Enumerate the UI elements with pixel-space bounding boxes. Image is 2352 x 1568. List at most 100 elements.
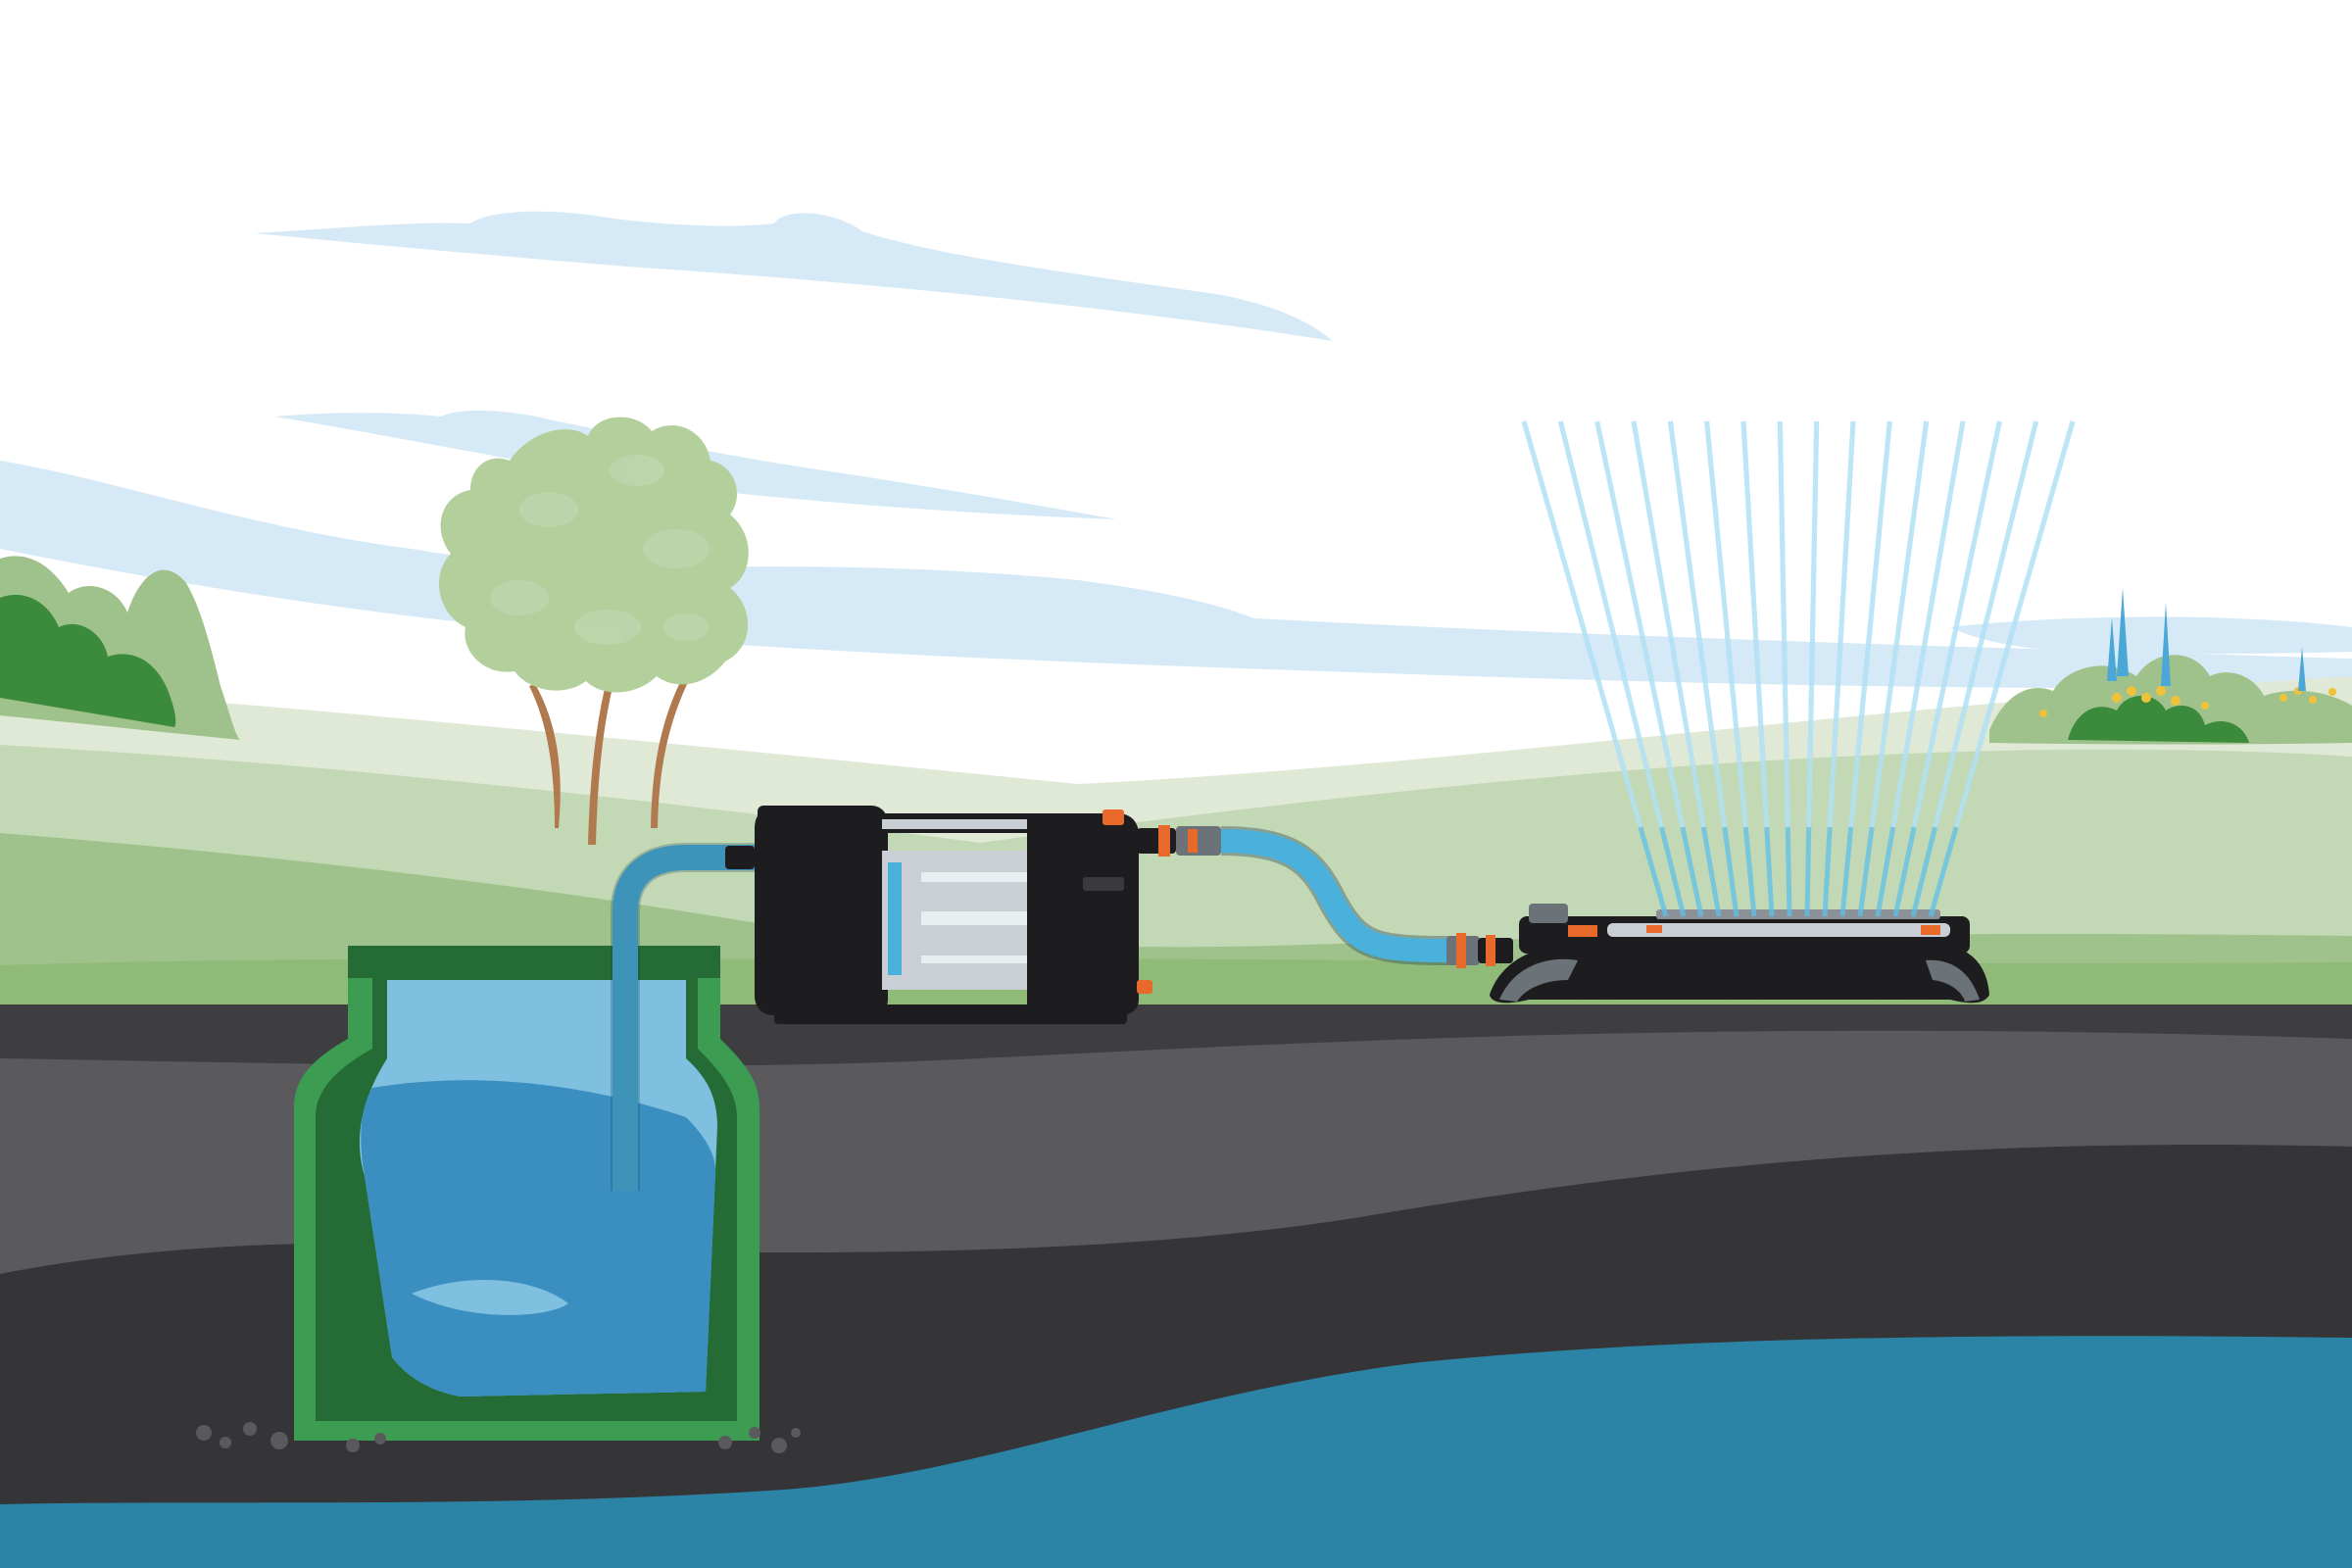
grass-blade	[1427, 980, 1435, 1009]
sprinkler-tab-orange	[1646, 925, 1662, 933]
grass-blade	[892, 986, 900, 1009]
cloud-icon	[255, 211, 1333, 341]
grass-blade	[1482, 976, 1490, 1009]
spray-jet-fade	[1911, 420, 2002, 828]
cloud-icon	[1950, 616, 2352, 654]
gravel	[196, 1422, 801, 1453]
tree-trunk	[588, 635, 627, 845]
spray-jet	[1557, 420, 1687, 917]
grass-blade	[137, 986, 145, 1009]
pump-blue-band	[888, 862, 902, 975]
spray-jet	[1777, 420, 1792, 917]
grass-blade	[1249, 982, 1256, 1009]
grass-blade	[2223, 988, 2230, 1009]
grass-blade	[192, 982, 200, 1009]
pump-outlet-cap	[1102, 809, 1124, 825]
spray-jet	[1928, 420, 2076, 917]
sprinkler-tab-orange	[1921, 925, 1940, 935]
well-water-deep	[361, 1080, 716, 1396]
grass-blade	[727, 976, 735, 1009]
grass-blade	[1303, 978, 1311, 1009]
bush-icon	[2068, 696, 2249, 743]
bush-icon	[0, 594, 176, 727]
pump-top-bar-steel	[882, 819, 1029, 829]
grass-blade	[2072, 988, 2080, 1009]
tree-foliage-detail	[490, 455, 710, 645]
grass-blade	[1399, 982, 1407, 1009]
tree-icon	[439, 416, 749, 845]
grass-blade	[220, 980, 227, 1009]
spray-jet	[1594, 420, 1704, 917]
spray-jet-fade	[1806, 420, 1820, 828]
spray-jet	[1875, 420, 1966, 917]
grass-blade	[919, 984, 927, 1009]
grass-blade	[69, 980, 76, 1009]
grass-blade	[2209, 978, 2217, 1009]
grass-blade	[2003, 982, 2011, 1009]
spray-jet-fade	[1667, 420, 1728, 828]
spray-jet	[1667, 420, 1740, 917]
flower-bush	[1989, 588, 2352, 745]
grass-blade	[1317, 988, 1325, 1009]
grass-blade	[2305, 982, 2313, 1009]
groundwater	[0, 1336, 2352, 1568]
spray-jet-fade	[1869, 420, 1930, 828]
spray-jet-fade	[1594, 420, 1686, 828]
grass-blade	[1194, 986, 1201, 1009]
tree-trunk	[529, 684, 561, 828]
spray-jet-fade	[1933, 420, 2039, 828]
grass-blade	[741, 986, 749, 1009]
suction-hose	[612, 845, 755, 1191]
grass-blade	[1166, 988, 1174, 1009]
grass-blade	[1454, 978, 1462, 1009]
grass-blade	[2278, 984, 2285, 1009]
sprinkler-tab-orange	[1568, 925, 1597, 937]
pump-drain-cap	[1137, 980, 1152, 994]
spray-jet-fade	[1521, 420, 1643, 828]
tree-trunk	[651, 674, 691, 828]
grass-blade	[1468, 988, 1476, 1009]
pump-display-slot	[1083, 877, 1124, 891]
water-spray	[1521, 420, 2076, 917]
bush-group-left	[0, 556, 240, 740]
delivery-hose	[1220, 829, 1451, 962]
grass-blade	[1180, 976, 1188, 1009]
grass-blade	[1015, 988, 1023, 1009]
spray-jet	[1892, 420, 2002, 917]
suction-hose-outline	[611, 843, 755, 1191]
spray-jet-fade	[1848, 420, 1892, 828]
grass-blade	[247, 978, 255, 1009]
spray-jet	[1822, 420, 1856, 917]
grass-blade	[2058, 978, 2066, 1009]
spray-jet-fade	[1631, 420, 1706, 828]
grass-blade	[96, 978, 104, 1009]
grass-blade	[274, 976, 282, 1009]
sprinkler-foot-left	[1499, 958, 1578, 1002]
grass-blade	[974, 980, 982, 1009]
pump-inlet-fitting	[725, 846, 755, 869]
well-water-surface-highlight	[412, 1280, 568, 1315]
spray-jet	[1839, 420, 1892, 917]
spray-jet	[1910, 420, 2039, 917]
sprinkler-tube	[1607, 923, 1950, 937]
cloud-icon	[676, 566, 1274, 627]
spray-jet-fade	[1704, 420, 1748, 828]
pump-steel-stripes	[921, 872, 1029, 963]
grass-blade	[2127, 984, 2134, 1009]
sprinkler-nozzle-strip	[1656, 909, 1940, 919]
grass-blade	[2332, 980, 2340, 1009]
sprinkler-foot-right	[1926, 959, 1980, 1002]
spray-jet	[1804, 420, 1820, 917]
grass-blade	[165, 984, 172, 1009]
grass-blade	[41, 982, 49, 1009]
spray-jet-fade	[1777, 420, 1790, 828]
spray-jet-fade	[1740, 420, 1770, 828]
oscillating-sprinkler-icon	[1490, 904, 1989, 1004]
grass-blade	[1372, 984, 1380, 1009]
grass-blade	[1345, 986, 1352, 1009]
grass-blade	[261, 988, 269, 1009]
grass-blade	[123, 976, 131, 1009]
grass-blade	[1002, 978, 1009, 1009]
grass-blade	[288, 986, 296, 1009]
